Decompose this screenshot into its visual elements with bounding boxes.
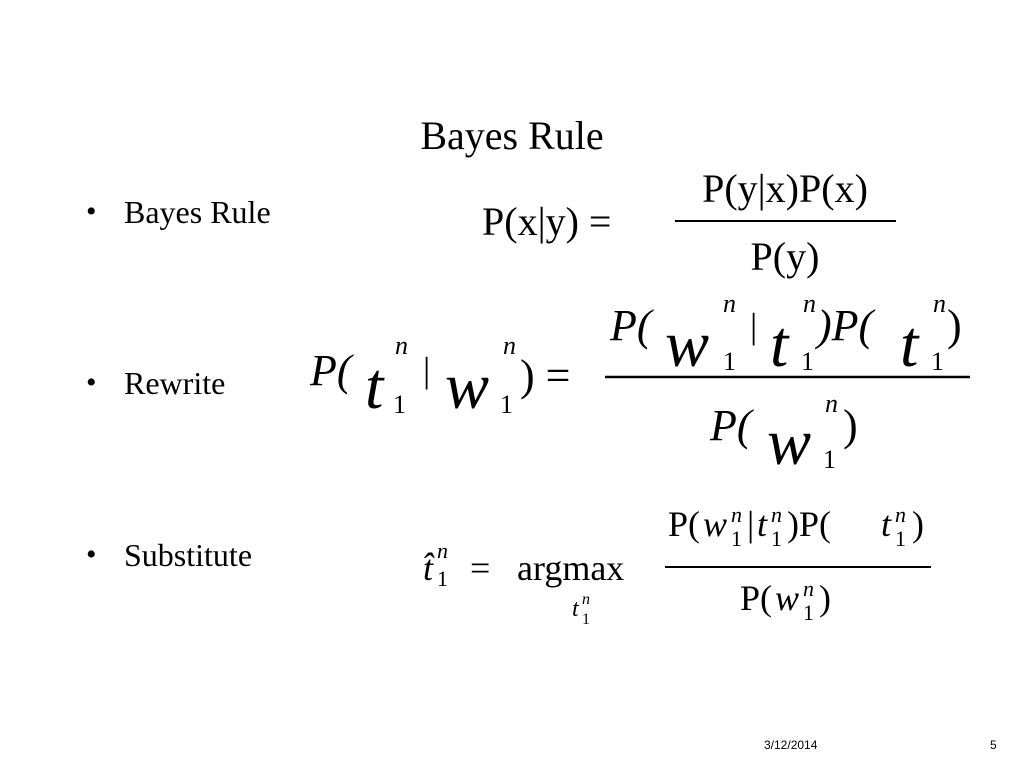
num-t: t [770, 308, 790, 381]
den-close: ) [843, 401, 858, 450]
lhs-t-sub: 1 [393, 390, 406, 419]
bullet-label: Rewrite [124, 365, 226, 401]
num-t2-sup: n [933, 290, 946, 318]
num-w-sub: 1 [723, 347, 736, 376]
num-t2-sub: 1 [895, 526, 906, 551]
lhs-w-sub: 1 [500, 390, 513, 419]
num-t-sup: n [771, 502, 782, 527]
num-t2-sub: 1 [931, 347, 944, 376]
num-t2-sup: n [895, 502, 906, 527]
num-close: ) [912, 504, 924, 544]
num-w-sup: n [731, 502, 742, 527]
den-w-sub: 1 [803, 600, 814, 625]
num-w: w [665, 308, 709, 381]
num-mid: )P( [814, 301, 876, 350]
lhs-t-sup: n [395, 331, 408, 360]
num-t2: t [881, 504, 892, 544]
bullet-dot: • [86, 366, 97, 399]
num-t: t [757, 504, 768, 544]
num-mid: )P( [787, 504, 831, 544]
formula-numerator: P(y|x)P(x) [702, 166, 868, 211]
den-p: P( [740, 578, 772, 618]
hat-t-sup: n [437, 538, 448, 563]
num-w: w [703, 504, 727, 544]
den-w-sub: 1 [823, 445, 836, 470]
bullet-substitute: • Substitute [86, 536, 252, 574]
den-w-sup: n [803, 576, 814, 601]
formula-substitute: t̂ n 1 = argmax t n 1 P( w n 1 | t n 1 )… [423, 502, 931, 628]
num-open: P( [609, 301, 654, 350]
argmax-under-sub: 1 [582, 611, 590, 628]
num-t-sup: n [803, 290, 816, 318]
num-bar: | [747, 504, 754, 544]
bullet-label: Substitute [124, 537, 253, 573]
num-t-sub: 1 [771, 526, 782, 551]
bullet-label: Bayes Rule [124, 194, 271, 230]
bullet-dot: • [86, 538, 97, 571]
lhs-bar: | [423, 350, 430, 390]
footer-date: 3/12/2014 [764, 738, 818, 752]
formula-lhs: P(x|y) = [482, 199, 611, 244]
formula-denominator: P(y) [751, 234, 820, 279]
num-close: ) [947, 301, 962, 350]
formula-bayes-rule: P(x|y) = P(y|x)P(x) P(y) [482, 166, 896, 279]
equals-sign: = [470, 548, 490, 588]
den-w: w [767, 406, 811, 470]
bullet-bayes-rule: • Bayes Rule [86, 193, 271, 231]
bullet-rewrite: • Rewrite [86, 364, 225, 402]
lhs-w-sup: n [503, 331, 516, 360]
lhs-open: P( [309, 346, 354, 395]
num-t-sub: 1 [801, 347, 814, 376]
lhs-w: w [445, 350, 489, 423]
den-w: w [775, 578, 799, 618]
num-w-sup: n [723, 290, 736, 318]
num-w-sub: 1 [731, 526, 742, 551]
footer-page-number: 5 [990, 738, 997, 752]
den-close: ) [819, 578, 831, 618]
hat-t: t̂ [423, 548, 435, 588]
bullet-dot: • [86, 195, 97, 228]
num-t2: t [900, 308, 920, 381]
argmax: argmax [517, 548, 624, 588]
hat-t-sub: 1 [437, 566, 448, 591]
argmax-under-sup: n [582, 591, 590, 608]
lhs-close: ) = [520, 351, 570, 400]
den-open: P( [709, 401, 754, 450]
den-w-sup: n [825, 389, 838, 418]
num-bar: | [750, 306, 757, 346]
formula-rewrite: P( t n 1 | w n 1 ) = P( w n 1 | t n 1 )P… [309, 290, 970, 470]
lhs-t: t [365, 350, 385, 423]
argmax-under-t: t [572, 596, 580, 622]
num-p: P( [668, 504, 700, 544]
slide-title: Bayes Rule [420, 113, 604, 158]
